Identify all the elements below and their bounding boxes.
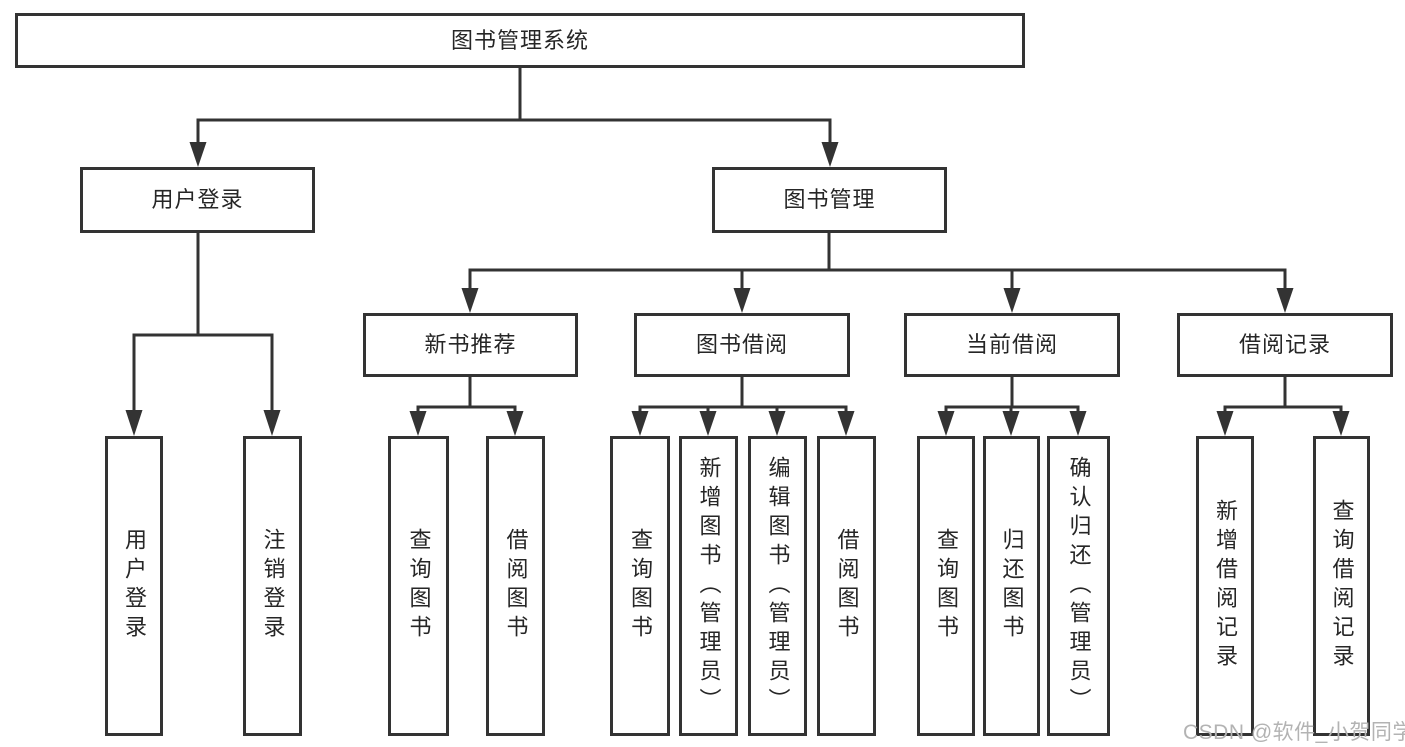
csdn-watermark: CSDN @软件_小贺同学	[1183, 721, 1405, 744]
leaf-borrow-books-borrowing: 借阅图书	[817, 436, 876, 736]
node-book-borrowing: 图书借阅	[634, 313, 850, 377]
node-book-management: 图书管理	[712, 167, 947, 233]
node-new-book-recommendation: 新书推荐	[363, 313, 578, 377]
node-user-login: 用户登录	[80, 167, 315, 233]
node-label: 归还图书	[999, 528, 1025, 644]
node-label: 查询借阅记录	[1329, 499, 1355, 673]
node-label: 查询图书	[934, 528, 959, 644]
leaf-logout: 注销登录	[243, 436, 302, 736]
leaf-query-books-recommend: 查询图书	[388, 436, 449, 736]
leaf-edit-books-admin: 编辑图书（管理员）	[748, 436, 807, 736]
node-library-management-system: 图书管理系统	[15, 13, 1025, 68]
node-label: 图书管理	[783, 187, 876, 212]
node-label: 查询图书	[406, 528, 432, 644]
node-current-borrowing: 当前借阅	[904, 313, 1120, 377]
node-label: 新书推荐	[424, 332, 517, 357]
node-label: 注销登录	[260, 528, 286, 644]
leaf-add-books-admin: 新增图书（管理员）	[679, 436, 738, 736]
node-label: 当前借阅	[965, 332, 1058, 357]
leaf-query-books-current: 查询图书	[917, 436, 975, 736]
leaf-confirm-return-admin: 确认归还（管理员）	[1047, 436, 1110, 736]
node-label: 借阅记录	[1238, 332, 1331, 357]
node-label: 新增借阅记录	[1213, 499, 1238, 673]
leaf-add-borrow-record: 新增借阅记录	[1196, 436, 1254, 736]
node-borrowing-records: 借阅记录	[1177, 313, 1393, 377]
node-label: 确认归还（管理员）	[1066, 455, 1092, 717]
node-label: 查询图书	[628, 528, 653, 644]
node-label: 借阅图书	[503, 528, 529, 644]
node-label: 编辑图书（管理员）	[765, 455, 791, 717]
node-label: 用户登录	[122, 528, 147, 644]
node-label: 图书管理系统	[450, 27, 589, 53]
node-label: 图书借阅	[695, 332, 788, 357]
leaf-return-books: 归还图书	[983, 436, 1040, 736]
node-label: 新增图书（管理员）	[696, 455, 722, 717]
leaf-query-books-borrowing: 查询图书	[610, 436, 670, 736]
leaf-borrow-books-recommend: 借阅图书	[486, 436, 545, 736]
leaf-query-borrow-record: 查询借阅记录	[1313, 436, 1370, 736]
leaf-user-login: 用户登录	[105, 436, 163, 736]
node-label: 借阅图书	[834, 528, 860, 644]
node-label: 用户登录	[151, 187, 244, 212]
